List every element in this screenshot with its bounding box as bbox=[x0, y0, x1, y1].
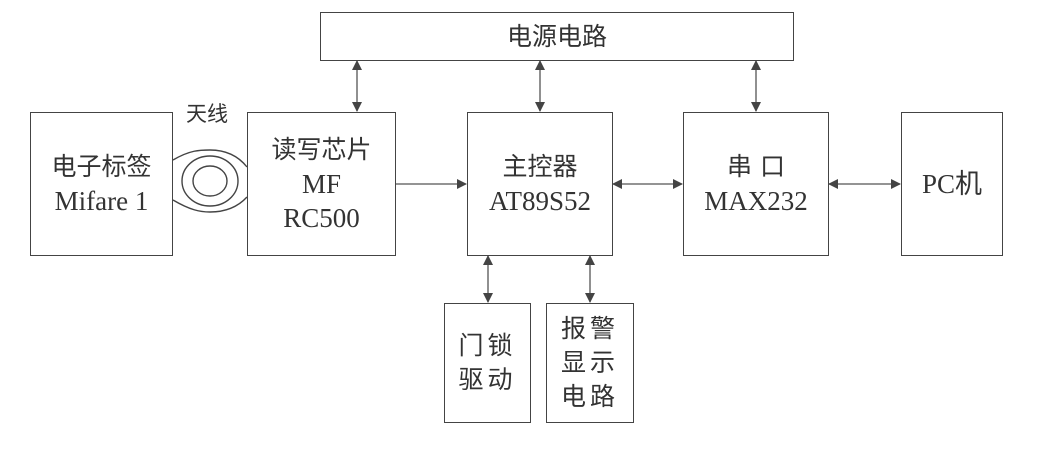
tag-label-zh: 电子标签 bbox=[51, 152, 152, 181]
power-circuit-block: 电源电路 bbox=[320, 12, 794, 61]
reader-label-en2: RC500 bbox=[283, 203, 360, 233]
pc-block: PC机 bbox=[901, 112, 1003, 256]
tag-label-en: Mifare 1 bbox=[54, 186, 149, 216]
alarm-label-line3: 电路 bbox=[560, 382, 619, 411]
mcu-label-en: AT89S52 bbox=[488, 186, 591, 216]
power-circuit-label: 电源电路 bbox=[506, 21, 607, 51]
antenna-label: 天线 bbox=[186, 102, 228, 126]
reader-chip-block: 读写芯片 MF RC500 bbox=[247, 112, 396, 256]
reader-label-en1: MF bbox=[301, 169, 342, 199]
lock-label-line1: 门锁 bbox=[458, 331, 517, 360]
pc-label: PC机 bbox=[921, 169, 983, 199]
alarm-display-block: 报警 显示 电路 bbox=[546, 303, 634, 423]
antenna-coil-icon bbox=[172, 149, 248, 213]
alarm-label-line2: 显示 bbox=[560, 348, 619, 377]
rfid-tag-block: 电子标签 Mifare 1 bbox=[30, 112, 173, 256]
mcu-label-zh: 主控器 bbox=[502, 152, 578, 181]
lock-label-line2: 驱动 bbox=[458, 365, 517, 394]
serial-label-zh: 串 口 bbox=[727, 152, 785, 181]
serial-port-block: 串 口 MAX232 bbox=[683, 112, 829, 256]
alarm-label-line1: 报警 bbox=[560, 314, 619, 343]
reader-label-zh: 读写芯片 bbox=[271, 135, 372, 164]
door-lock-driver-block: 门锁 驱动 bbox=[444, 303, 531, 423]
serial-label-en: MAX232 bbox=[704, 186, 808, 216]
main-controller-block: 主控器 AT89S52 bbox=[467, 112, 613, 256]
